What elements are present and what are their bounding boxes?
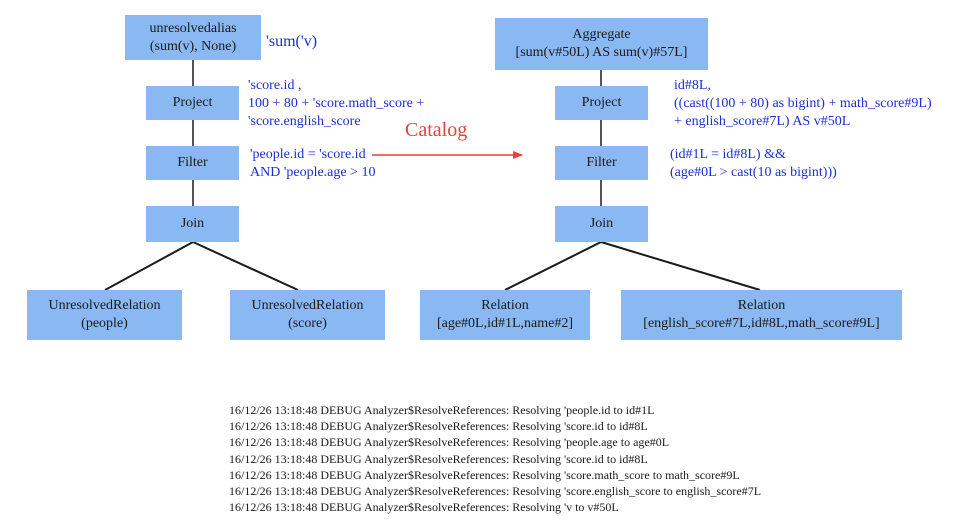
left-project-annotation: 'score.id , 100 + 80 + 'score.math_score…: [248, 77, 424, 131]
right-filter-label: Filter: [586, 155, 617, 170]
left-join-node: Join: [146, 206, 239, 242]
annotation-line: id#8L,: [674, 78, 711, 93]
annotation-line: 'score.english_score: [248, 114, 361, 129]
annotation-line: (id#1L = id#8L) &&: [670, 147, 786, 162]
right-filter-annotation: (id#1L = id#8L) && (age#0L > cast(10 as …: [670, 146, 837, 182]
relation-subtitle: (score): [288, 316, 327, 331]
right-aggregate-node: Aggregate [sum(v#50L) AS sum(v)#57L]: [495, 18, 708, 70]
edge-right-join-score: [600, 241, 761, 291]
log-line: 16/12/26 13:18:48 DEBUG Analyzer$Resolve…: [229, 484, 762, 499]
edge-left-join-people: [104, 241, 194, 291]
left-filter-node: Filter: [146, 146, 239, 180]
right-join-node: Join: [555, 206, 648, 242]
annotation-line: 'score.id ,: [248, 78, 302, 93]
left-relation-score: UnresolvedRelation (score): [230, 290, 385, 340]
left-project-label: Project: [172, 95, 213, 110]
left-filter-annotation: 'people.id = 'score.id AND 'people.age >…: [250, 146, 376, 182]
relation-title: UnresolvedRelation: [251, 298, 364, 313]
relation-subtitle: [english_score#7L,id#8L,math_score#9L]: [643, 316, 880, 331]
left-root-annotation: 'sum('v): [266, 33, 318, 50]
right-relation-people: Relation [age#0L,id#1L,name#2]: [420, 290, 590, 340]
relation-title: Relation: [737, 298, 786, 313]
relation-title: Relation: [481, 298, 529, 313]
annotation-line: 100 + 80 + 'score.math_score +: [248, 96, 425, 111]
annotation-line: 'people.id = 'score.id: [250, 147, 366, 162]
right-aggregate-title: Aggregate: [572, 27, 631, 42]
right-join-label: Join: [589, 216, 614, 231]
left-root-title: unresolvedalias: [149, 20, 237, 36]
log-line: 16/12/26 13:18:48 DEBUG Analyzer$Resolve…: [229, 500, 619, 515]
right-project-annotation: id#8L, ((cast((100 + 80) as bigint) + ma…: [674, 77, 932, 131]
edge-right-join-people: [504, 241, 602, 291]
right-relation-score: Relation [english_score#7L,id#8L,math_sc…: [621, 290, 902, 340]
left-join-label: Join: [180, 216, 205, 231]
annotation-line: ((cast((100 + 80) as bigint) + math_scor…: [674, 96, 932, 111]
annotation-line: AND 'people.age > 10: [250, 165, 376, 180]
log-line: 16/12/26 13:18:48 DEBUG Analyzer$Resolve…: [229, 419, 648, 434]
annotation-line: + english_score#7L) AS v#50L: [674, 114, 851, 129]
right-project-node: Project: [555, 86, 648, 120]
right-aggregate-subtitle: [sum(v#50L) AS sum(v)#57L]: [515, 45, 688, 60]
log-line: 16/12/26 13:18:48 DEBUG Analyzer$Resolve…: [229, 435, 670, 450]
left-project-node: Project: [146, 86, 239, 120]
annotation-line: (age#0L > cast(10 as bigint))): [670, 165, 837, 180]
log-line: 16/12/26 13:18:48 DEBUG Analyzer$Resolve…: [229, 467, 740, 482]
left-root-node: unresolvedalias (sum(v), None): [125, 15, 261, 60]
left-relation-people: UnresolvedRelation (people): [27, 290, 182, 340]
left-root-subtitle: (sum(v), None): [149, 38, 237, 54]
relation-title: UnresolvedRelation: [48, 298, 161, 313]
right-filter-node: Filter: [555, 146, 648, 180]
debug-log: 16/12/26 13:18:48 DEBUG Analyzer$Resolve…: [229, 402, 761, 515]
right-project-label: Project: [581, 95, 622, 110]
relation-subtitle: [age#0L,id#1L,name#2]: [436, 316, 574, 331]
edge-left-join-score: [192, 241, 299, 291]
left-filter-label: Filter: [177, 155, 208, 170]
log-line: 16/12/26 13:18:48 DEBUG Analyzer$Resolve…: [229, 403, 655, 417]
catalog-label: Catalog: [405, 119, 468, 141]
log-line: 16/12/26 13:18:48 DEBUG Analyzer$Resolve…: [229, 451, 648, 466]
relation-subtitle: (people): [81, 316, 128, 331]
